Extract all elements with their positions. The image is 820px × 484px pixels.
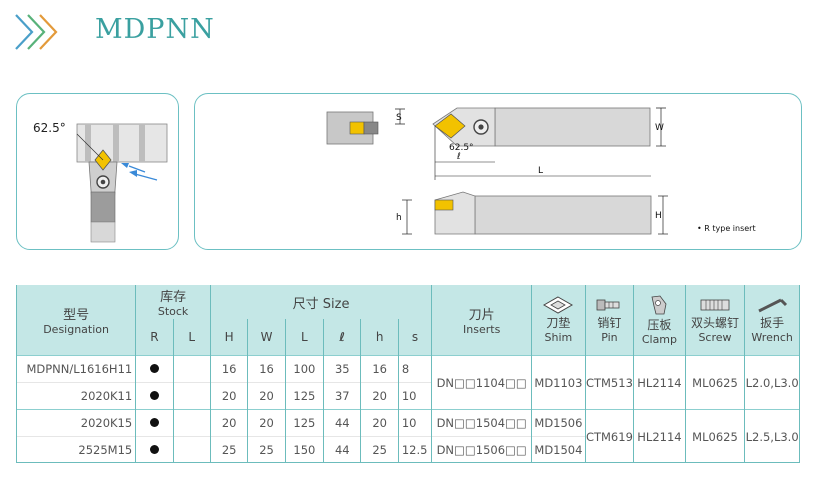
clamp-cell: HL2114	[633, 409, 686, 463]
cell-l-small: 37	[323, 382, 362, 410]
shim-cell: MD1504	[531, 436, 586, 463]
cell-L: 125	[284, 382, 325, 410]
pin-icon	[597, 299, 620, 311]
stock-l-cell	[172, 409, 211, 437]
screw-cell: ML0625	[684, 355, 746, 410]
cell-H: 25	[209, 436, 249, 463]
page-title: MDPNN	[95, 14, 215, 45]
shim-icon	[543, 296, 574, 314]
cell-W: 16	[247, 355, 286, 383]
shim-cell: MD1103	[531, 355, 586, 410]
col-h: h	[360, 319, 399, 356]
stock-l-cell	[172, 436, 211, 463]
cell-l-small: 35	[323, 355, 362, 383]
cell-W: 20	[247, 409, 286, 437]
dim-s-label: S	[396, 113, 402, 123]
clamp-icon	[651, 295, 667, 315]
inserts-cell: DN□□1506□□	[431, 436, 533, 463]
table-row: MDPNN/L1616H11 16 16 100 35 16 8 DN□□110…	[15, 355, 800, 410]
insert-angle-panel	[16, 93, 179, 250]
stock-r-cell	[135, 382, 174, 410]
header-inserts: 刀片 Inserts	[431, 285, 533, 356]
insert-angle-label: 62.5°	[33, 121, 66, 135]
screw-icon	[700, 299, 730, 311]
header-size: 尺寸 Size	[209, 285, 433, 319]
cell-s: 10	[397, 382, 433, 410]
header-pin: 销钉 Pin	[584, 285, 635, 356]
chevron-logo-icon	[15, 14, 58, 50]
cell-s: 12.5	[397, 436, 433, 463]
cell-l-small: 44	[323, 409, 362, 437]
table-bottom-border	[16, 462, 800, 463]
inserts-cell: DN□□1104□□	[431, 355, 533, 410]
col-W: W	[247, 319, 286, 356]
cell-W: 20	[247, 382, 286, 410]
specification-table: 型号 Designation 库存 Stock 尺寸 Size 刀片 Inser…	[15, 285, 800, 463]
cell-h: 16	[360, 355, 399, 383]
cell-s: 8	[397, 355, 433, 383]
shim-cell: MD1506	[531, 409, 586, 437]
table-row: 2525M15 25 25 150 44 25 12.5 DN□□1506□□ …	[15, 436, 800, 463]
header-wrench: 扳手 Wrench	[744, 285, 800, 356]
stock-l-cell	[172, 382, 211, 410]
table-row: 2020K11 20 20 125 37 20 10	[15, 382, 800, 410]
col-L: L	[284, 319, 325, 356]
in-stock-dot-icon	[149, 391, 159, 400]
table-row: 2020K15 20 20 125 44 20 10 DN□□1504□□ MD…	[15, 409, 800, 463]
cell-s: 10	[397, 409, 433, 437]
screw-cell: ML0625	[684, 409, 746, 463]
cell-W: 25	[247, 436, 286, 463]
designation-cell: 2525M15	[15, 436, 137, 463]
cell-H: 20	[209, 409, 249, 437]
cell-H: 16	[209, 355, 249, 383]
designation-cell: MDPNN/L1616H11	[15, 355, 137, 383]
dim-l-small-label: ℓ	[456, 152, 461, 162]
wrench-cell: L2.0,L3.0	[744, 355, 800, 410]
cell-h: 20	[360, 409, 399, 437]
header-clamp: 压板 Clamp	[633, 285, 686, 356]
dim-h-big-label: H	[655, 211, 662, 221]
col-l-small: ℓ	[323, 319, 362, 356]
header-designation: 型号 Designation	[15, 285, 137, 356]
clamp-cell: HL2114	[633, 355, 686, 410]
pin-cell: CTM619	[584, 409, 635, 463]
col-s: s	[397, 319, 433, 356]
col-stock-r: R	[135, 319, 174, 356]
col-stock-l: L	[172, 319, 211, 356]
pin-cell: CTM513	[584, 355, 635, 410]
designation-cell: 2020K15	[15, 409, 137, 437]
header-shim: 刀垫 Shim	[531, 285, 586, 356]
dim-h-small-label: h	[396, 213, 402, 223]
stock-l-cell	[172, 355, 211, 383]
wrench-cell: L2.5,L3.0	[744, 409, 800, 463]
cell-L: 150	[284, 436, 325, 463]
cell-L: 125	[284, 409, 325, 437]
col-H: H	[209, 319, 249, 356]
cell-H: 20	[209, 382, 249, 410]
header-stock: 库存 Stock	[135, 285, 211, 319]
header-screw: 双头螺钉 Screw	[684, 285, 746, 356]
dimension-drawing: S W ℓ 62.5° L h H	[326, 107, 668, 235]
inserts-cell: DN□□1504□□	[431, 409, 533, 437]
stock-r-cell	[135, 436, 174, 463]
dim-w-label: W	[655, 123, 664, 133]
stock-r-cell	[135, 409, 174, 437]
cell-L: 100	[284, 355, 325, 383]
dimension-drawing-panel: S W ℓ 62.5° L h H	[194, 93, 802, 250]
insert-angle-drawing	[76, 123, 168, 243]
dim-l-big-label: L	[538, 166, 543, 176]
in-stock-dot-icon	[149, 445, 159, 454]
cell-h: 25	[360, 436, 399, 463]
stock-r-cell	[135, 355, 174, 383]
wrench-icon	[758, 298, 788, 313]
r-type-insert-note: • R type insert	[697, 224, 756, 233]
in-stock-dot-icon	[149, 418, 159, 427]
cell-l-small: 44	[323, 436, 362, 463]
cell-h: 20	[360, 382, 399, 410]
in-stock-dot-icon	[149, 364, 159, 373]
designation-cell: 2020K11	[15, 382, 137, 410]
dim-angle-label: 62.5°	[449, 143, 474, 153]
